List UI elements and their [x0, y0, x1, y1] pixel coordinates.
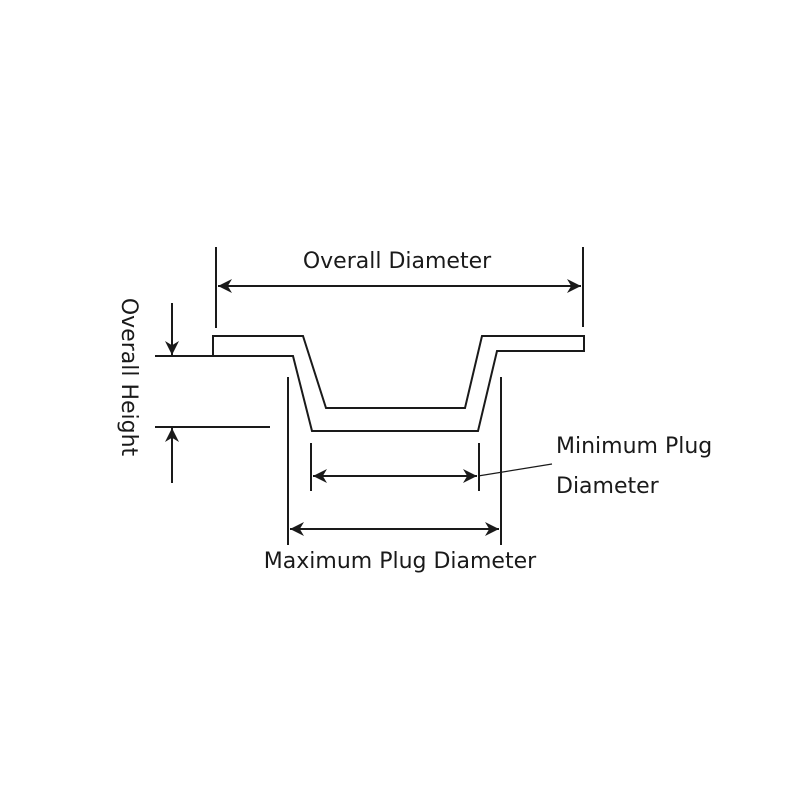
min-plug-leader-line [477, 463, 553, 477]
minimum-plug-label-line1: Minimum Plug [556, 434, 712, 459]
cup-profile [212, 335, 585, 432]
maximum-plug-diameter-label: Maximum Plug Diameter [264, 549, 537, 574]
minimum-plug-label-line2: Diameter [556, 474, 660, 499]
overall-height-label: Overall Height [116, 298, 141, 457]
overall-diameter-label: Overall Diameter [303, 249, 492, 274]
